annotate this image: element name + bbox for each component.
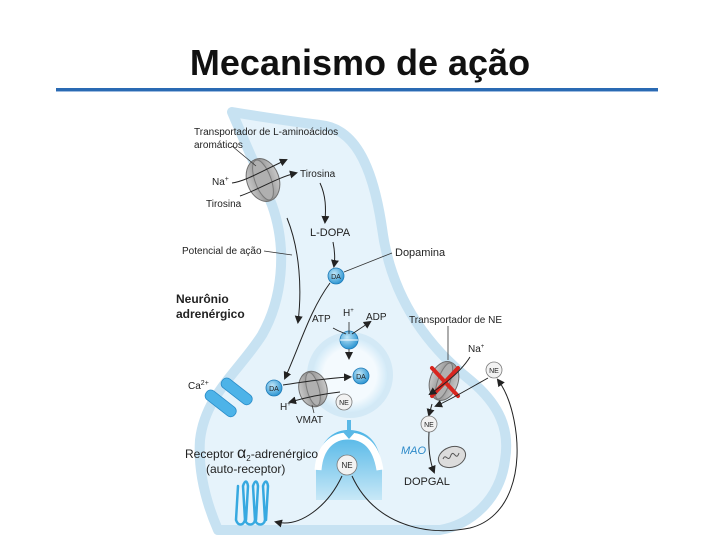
ne-molecule-extracellular: NE	[485, 361, 503, 379]
h-plus-vmat-label: H+	[280, 402, 291, 413]
transporter-aa-leader	[231, 145, 257, 167]
svg-text:DA: DA	[356, 374, 366, 381]
calcium-channel	[204, 377, 253, 418]
svg-text:NE: NE	[424, 422, 434, 429]
action-potential-label: Potencial de ação	[182, 246, 262, 257]
svg-text:NE: NE	[339, 400, 349, 407]
vmat-leader	[311, 404, 315, 414]
h-plus-top-label: H+	[343, 308, 354, 319]
mao-label: MAO	[401, 445, 427, 457]
dopamine-molecule-cytosol: DA	[265, 379, 283, 397]
tyrosine-outside-label: Tirosina	[206, 199, 242, 210]
da-to-cytosol-arrow	[283, 282, 331, 380]
tyrosine-inside-label: Tirosina	[300, 169, 336, 180]
na-arrow	[231, 158, 288, 184]
action-potential-arrow	[286, 217, 303, 324]
ne-down-arrow	[426, 403, 435, 417]
svg-text:NE: NE	[341, 461, 352, 470]
neuron-label-2: adrenérgico	[176, 307, 245, 321]
na-plus-top-label: Na+	[212, 176, 229, 188]
transporter-aa-label-1: Transportador de L-aminoácidos	[194, 127, 338, 138]
transporter-aa-label-2: aromáticos	[194, 140, 243, 151]
adp-arrow	[351, 320, 372, 335]
mitochondrion	[437, 445, 467, 469]
ldopa-to-da-arrow	[331, 241, 339, 268]
vmat-label: VMAT	[296, 415, 323, 426]
h-plus-out-arrow	[288, 391, 341, 405]
ne-to-reuptake-arrow	[351, 378, 518, 532]
slide-title: Mecanismo de ação	[189, 42, 531, 83]
alpha2-receptor-label-2: (auto-receptor)	[206, 462, 285, 476]
da-into-vesicle-arrow	[282, 373, 352, 386]
proton-pump	[339, 330, 359, 350]
calcium-label: Ca2+	[188, 380, 209, 392]
ne-to-dopgal-arrow	[428, 431, 436, 474]
ldopa-label: L-DOPA	[310, 227, 351, 239]
exocytosis-arrow-head	[342, 431, 356, 439]
ne-molecule-vesicle: NE	[335, 393, 353, 411]
tyrosine-to-ldopa-arrow	[319, 182, 330, 224]
atp-label: ATP	[312, 314, 331, 325]
dopgal-label: DOPGAL	[404, 476, 450, 488]
ne-reuptake-arrow	[434, 377, 489, 408]
na-right-arrow	[428, 356, 471, 396]
title-underline	[56, 88, 658, 91]
ne-to-autoreceptor-arrow	[274, 475, 343, 528]
neuron-label-1: Neurônio	[176, 292, 229, 306]
svg-text:DA: DA	[269, 386, 279, 393]
ne-transporter-label: Transportador de NE	[409, 315, 502, 326]
svg-text:NE: NE	[489, 368, 499, 375]
ne-molecule-reuptaken: NE	[420, 415, 438, 433]
na-plus-right-label: Na+	[468, 344, 485, 355]
dopamine-label: Dopamina	[395, 247, 446, 259]
adp-label: ADP	[366, 312, 387, 323]
dopamine-molecule-top: DA	[327, 267, 345, 285]
ne-molecule-cleft: NE	[336, 454, 358, 476]
dopamine-leader	[343, 252, 393, 273]
svg-text:DA: DA	[331, 274, 341, 281]
alpha2-receptor	[234, 480, 270, 526]
dopamine-molecule-vesicle: DA	[352, 367, 370, 385]
atp-arrow	[332, 327, 347, 335]
alpha2-receptor-label-1: Receptor α2-adrenérgico	[185, 445, 318, 463]
action-potential-leader	[263, 250, 293, 256]
title-underline-light	[56, 91, 658, 92]
aromatic-aa-transporter	[245, 158, 281, 202]
tyrosine-arrow	[239, 170, 298, 197]
